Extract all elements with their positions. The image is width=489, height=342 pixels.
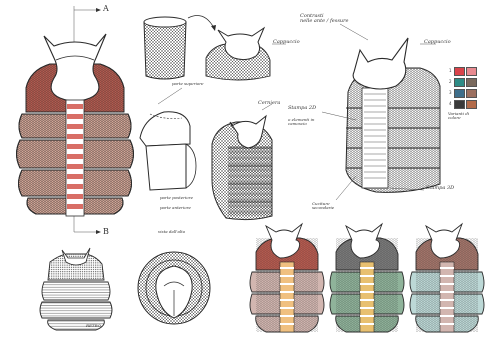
swatch-color	[454, 89, 465, 98]
stampa-3d-label: Stampa 3D	[426, 186, 454, 191]
hood-piece-sketch	[206, 28, 286, 80]
swatch-number: 1	[449, 68, 452, 73]
swatch-number: 4	[449, 101, 452, 106]
swatch-number: 3	[449, 90, 452, 95]
parte-posteriore-label: parte posteriore	[160, 196, 193, 200]
hood-structure-sketch	[144, 16, 216, 79]
contrasti-label: Contrasti nelle ante / fessure	[300, 14, 348, 25]
cappuccio-right-label: Cappuccio	[424, 40, 451, 45]
pattern-outline	[140, 88, 196, 190]
parte-anteriore-label: parte anteriore	[160, 206, 191, 210]
cappuccio-label: Cappuccio	[273, 40, 300, 45]
swatch-color	[466, 78, 477, 87]
varianti-label: Varianti di colore	[448, 112, 469, 120]
swatch-number: 2	[449, 79, 452, 84]
color-variant-1	[250, 224, 324, 332]
retro-label: RETRO	[86, 324, 101, 328]
section-a-label: A	[103, 5, 109, 13]
swatch-color	[466, 100, 477, 109]
color-variant-3	[410, 224, 484, 332]
figure-b-back-view	[40, 248, 112, 330]
color-variant-2	[330, 224, 404, 332]
swatch-color	[466, 67, 477, 76]
swatch-color	[466, 89, 477, 98]
swatch-color	[454, 67, 465, 76]
stampa-note-label: o elementi in camoscio	[288, 118, 314, 126]
top-view-sketch	[138, 252, 210, 324]
cerniera-mid-label: Cerniera	[258, 101, 280, 106]
figure-right-3d-view	[322, 24, 440, 200]
vista-alto-label: vista dall'alto	[158, 230, 185, 234]
stampa-2d-label: Stampa 2D	[288, 106, 316, 111]
swatch-color	[454, 78, 465, 87]
parte-superiore-label: parte superiore	[172, 82, 204, 86]
swatch-color	[454, 100, 465, 109]
figure-a-front-view	[17, 6, 134, 234]
side-view-sketch	[212, 104, 272, 220]
cuciture-label: Cuciture secondarie	[312, 202, 334, 210]
section-b-label: B	[103, 228, 109, 236]
